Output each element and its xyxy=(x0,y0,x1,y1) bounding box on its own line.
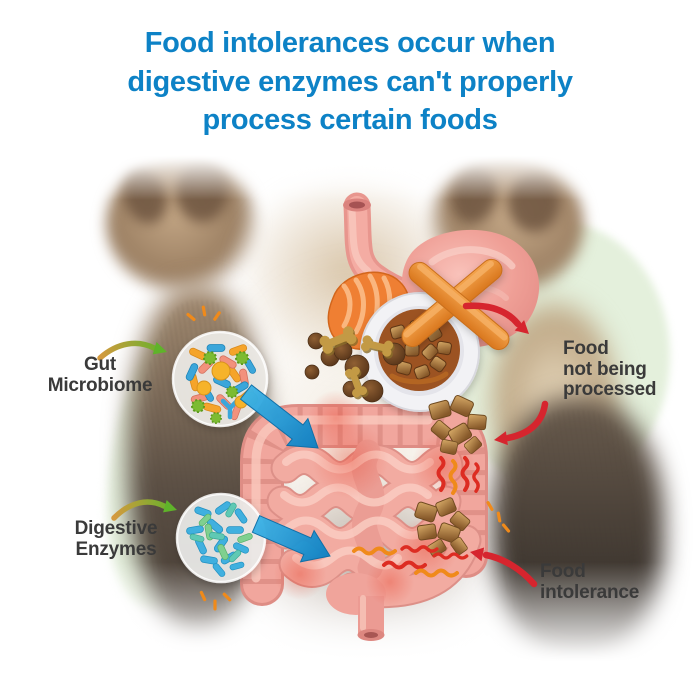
label-line: processed xyxy=(563,379,657,401)
red-arrow-food-intolerance xyxy=(470,547,538,588)
label-line: Microbiome xyxy=(47,374,153,396)
label-line: intolerance xyxy=(540,581,640,603)
blue-arrow-enzymes-flow xyxy=(251,515,331,563)
label-line: Gut xyxy=(83,354,117,375)
treat-sticks-icon xyxy=(401,258,510,351)
label-line: Digestive xyxy=(74,518,158,539)
label-line: Enzymes xyxy=(75,538,157,560)
label-gut-microbiome: Gut Microbiome xyxy=(25,354,175,396)
title-line: digestive enzymes can't properly xyxy=(127,65,573,98)
label-line: Food xyxy=(540,561,586,582)
gut-microbiome-lens xyxy=(171,330,269,428)
label-food-intolerance: Food intolerance xyxy=(540,561,695,603)
red-arrow-food-not-processed xyxy=(462,302,529,334)
title-line: Food intolerances occur when xyxy=(144,27,556,59)
green-arrow-digestive-enzymes xyxy=(111,499,177,521)
dog-food-bowl xyxy=(360,292,480,412)
page-title: Food intolerances occur when digestive e… xyxy=(0,24,700,140)
red-arrow-unprocessed-chunks xyxy=(494,400,549,446)
photo-fade-top xyxy=(0,138,700,200)
label-digestive-enzymes: Digestive Enzymes xyxy=(38,518,194,560)
title-line: process certain foods xyxy=(202,104,498,137)
label-food-not-processed: Food not being processed xyxy=(563,338,698,401)
label-line: not being xyxy=(563,358,647,380)
label-line: Food xyxy=(563,338,609,359)
green-arrow-gut-microbiome xyxy=(97,340,167,361)
blue-arrow-microbiome-flow xyxy=(239,384,319,449)
